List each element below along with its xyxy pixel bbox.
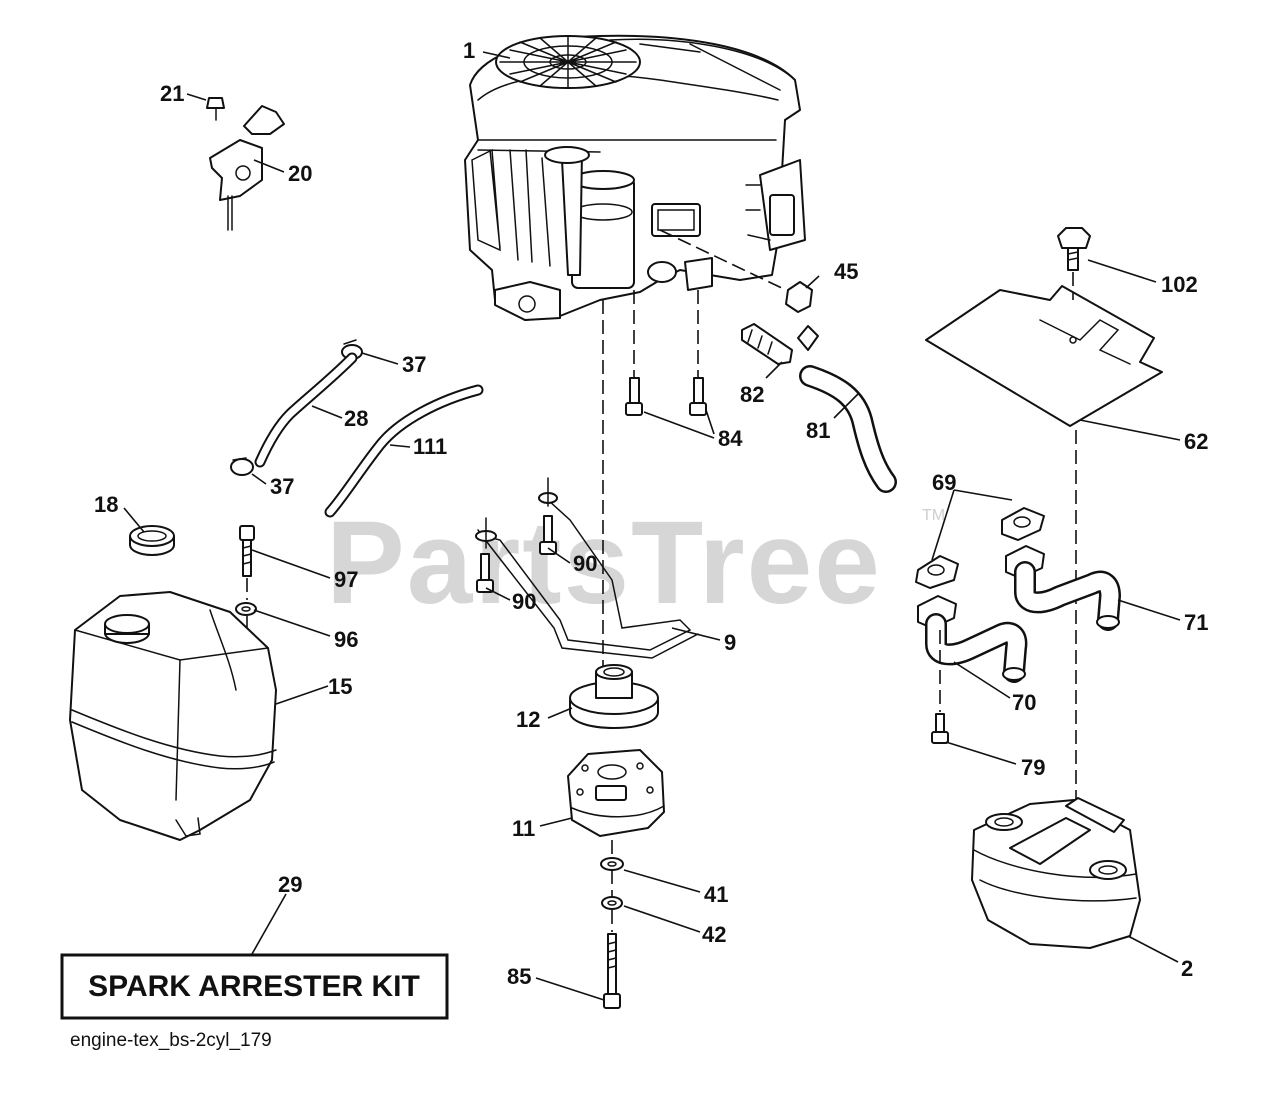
callout-12[interactable]: 12	[516, 707, 540, 732]
gasket-part-69[interactable]	[915, 507, 1045, 589]
callout-62[interactable]: 62	[1184, 429, 1208, 454]
washer-part-42[interactable]	[601, 896, 623, 910]
callout-96[interactable]: 96	[334, 627, 358, 652]
fitting-part-82[interactable]	[741, 323, 819, 365]
throttle-bracket-part-20[interactable]	[209, 105, 285, 231]
callout-85[interactable]: 85	[507, 964, 531, 989]
callout-21[interactable]: 21	[160, 81, 184, 106]
muffler-part-2[interactable]	[971, 797, 1141, 949]
callout-71[interactable]: 71	[1184, 610, 1208, 635]
plug-part-45[interactable]	[659, 229, 813, 313]
leader-lines	[123, 51, 1181, 1001]
drawing-id: engine-tex_bs-2cyl_179	[70, 1030, 272, 1051]
clamp-part-37-bottom[interactable]	[230, 457, 254, 476]
callout-9[interactable]: 9	[724, 630, 736, 655]
callout-90-lower[interactable]: 90	[512, 589, 536, 614]
washer-part-41[interactable]	[600, 857, 624, 871]
callout-90-upper[interactable]: 90	[573, 551, 597, 576]
callout-37-top[interactable]: 37	[402, 352, 426, 377]
callout-45[interactable]: 45	[834, 259, 858, 284]
pulley-part-12[interactable]	[569, 664, 659, 729]
bolt-part-85[interactable]	[603, 933, 621, 1009]
callout-82[interactable]: 82	[740, 382, 764, 407]
callout-37-bottom[interactable]: 37	[270, 474, 294, 499]
heat-shield-part-62[interactable]	[925, 285, 1163, 427]
engine-part-1[interactable]	[464, 34, 806, 321]
callout-42[interactable]: 42	[702, 922, 726, 947]
callout-29[interactable]: 29	[278, 872, 302, 897]
fuel-hose-part-81[interactable]	[799, 365, 897, 493]
callout-15[interactable]: 15	[328, 674, 352, 699]
callout-11[interactable]: 11	[512, 816, 535, 841]
callout-28[interactable]: 28	[344, 406, 368, 431]
spark-arrester-kit-box[interactable]: SPARK ARRESTER KIT	[60, 953, 449, 1020]
callout-1[interactable]: 1	[463, 38, 475, 63]
spark-arrester-label: SPARK ARRESTER KIT	[88, 970, 420, 1003]
callout-2[interactable]: 2	[1181, 956, 1193, 981]
bolt-part-21[interactable]	[206, 97, 225, 121]
tube-part-9[interactable]	[475, 477, 699, 659]
bolt-part-79[interactable]	[931, 630, 949, 744]
callout-labels: 1 2 9 11 12 15 18 20 21 28 29 37 37 41 4…	[94, 38, 1208, 989]
callout-102[interactable]: 102	[1161, 272, 1198, 297]
fuel-cap-part-18[interactable]	[129, 525, 175, 556]
fuel-line-part-111[interactable]	[324, 384, 484, 518]
callout-20[interactable]: 20	[288, 161, 312, 186]
fuel-tank-part-15[interactable]	[69, 591, 277, 841]
watermark: PartsTree	[326, 497, 882, 629]
callout-69[interactable]: 69	[932, 470, 956, 495]
bolt-part-84[interactable]	[625, 290, 707, 416]
callout-111[interactable]: 111	[413, 434, 447, 459]
callout-79[interactable]: 79	[1021, 755, 1045, 780]
callout-70[interactable]: 70	[1012, 690, 1036, 715]
screw-part-102[interactable]	[1057, 227, 1091, 271]
exhaust-pipe-part-70[interactable]	[917, 595, 1028, 683]
callout-18[interactable]: 18	[94, 492, 118, 517]
callout-97[interactable]: 97	[334, 567, 358, 592]
exhaust-pipe-part-71[interactable]	[1005, 545, 1121, 631]
vent-hose-part-28[interactable]	[254, 352, 358, 468]
callout-41[interactable]: 41	[704, 882, 728, 907]
watermark-trademark: TM	[922, 507, 945, 524]
bolt-part-97[interactable]	[239, 525, 255, 577]
washer-part-96[interactable]	[235, 602, 257, 616]
callout-84[interactable]: 84	[718, 426, 743, 451]
clutch-part-11[interactable]	[567, 749, 665, 837]
callout-81[interactable]: 81	[806, 418, 830, 443]
